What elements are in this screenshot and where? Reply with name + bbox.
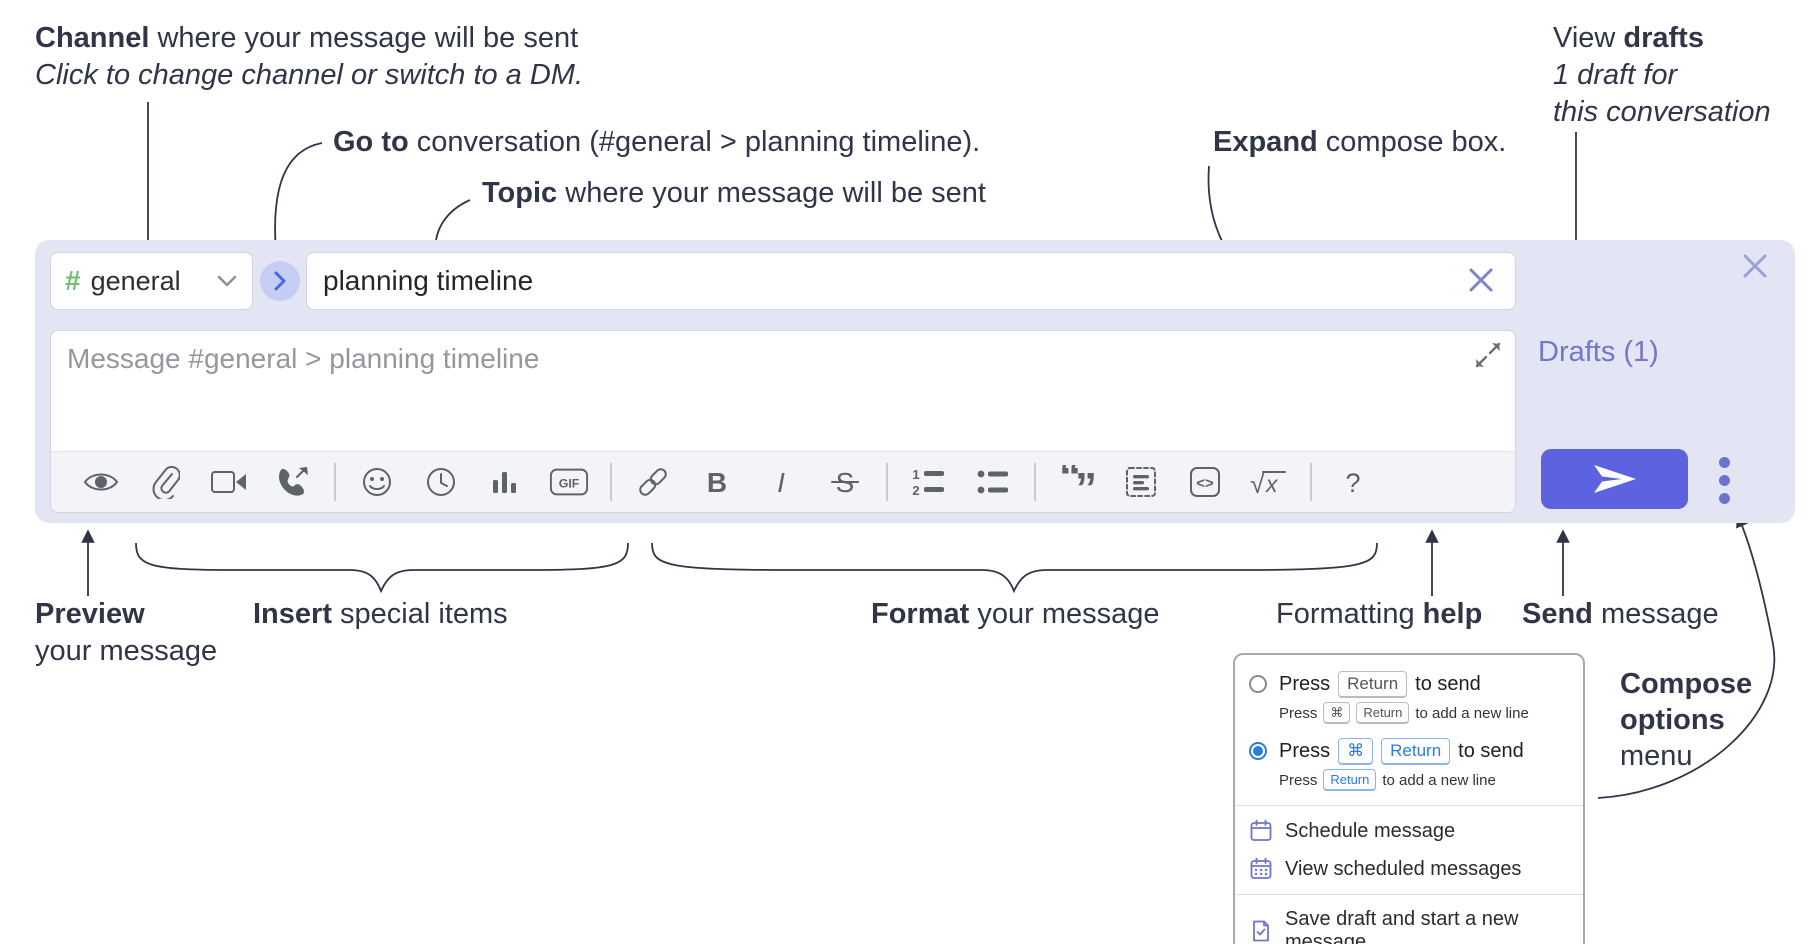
- message-area: GIF B I S 12 “”: [50, 330, 1516, 513]
- poll-icon[interactable]: [485, 459, 525, 505]
- cmd-key: ⌘: [1338, 738, 1374, 765]
- svg-text:2: 2: [912, 483, 919, 497]
- svg-text:√: √: [1250, 469, 1265, 498]
- channel-selector[interactable]: # general: [50, 252, 253, 310]
- brace-format: [651, 542, 1378, 594]
- send-button[interactable]: [1541, 449, 1688, 509]
- menu-divider: [1235, 894, 1583, 895]
- calendar-icon: [1250, 819, 1272, 841]
- chevron-right-icon: [274, 271, 286, 291]
- global-time-icon[interactable]: [421, 459, 461, 505]
- compose-options-menu: Press Return to send Press ⌘ Return to a…: [1233, 653, 1585, 944]
- close-icon: [1743, 254, 1767, 278]
- svg-text:“: “: [1059, 465, 1081, 499]
- annotation-expand: Expand compose box.: [1213, 126, 1507, 158]
- bulleted-list-icon[interactable]: [973, 459, 1013, 505]
- toolbar-divider: [886, 463, 888, 501]
- svg-text:<>: <>: [1196, 475, 1214, 492]
- svg-text:B: B: [707, 467, 727, 498]
- compose-options-ellipsis-icon[interactable]: [1705, 452, 1743, 508]
- svg-text:GIF: GIF: [559, 477, 580, 491]
- menu-item-schedule-message[interactable]: Schedule message: [1235, 812, 1583, 850]
- arrow-goto: [268, 142, 323, 255]
- channel-name: general: [90, 265, 181, 296]
- annotation-send: Send message: [1522, 598, 1719, 630]
- go-to-conversation-button[interactable]: [260, 261, 300, 301]
- gif-icon[interactable]: GIF: [549, 459, 589, 505]
- annotation-compose-options: Compose options menu: [1620, 668, 1753, 772]
- video-call-icon[interactable]: [209, 459, 249, 505]
- help-icon[interactable]: ?: [1333, 459, 1373, 505]
- strikethrough-icon[interactable]: S: [825, 459, 865, 505]
- toolbar-divider: [610, 463, 612, 501]
- return-key: Return: [1338, 671, 1408, 698]
- annotation-preview: Preview your message: [35, 598, 218, 667]
- toolbar-divider: [334, 463, 336, 501]
- annotation-topic: Topic where your message will be sent: [482, 177, 986, 209]
- annotation-view-drafts: View drafts 1 draft for this conversatio…: [1553, 22, 1771, 128]
- draft-document-icon: [1253, 920, 1269, 942]
- radio-selected-icon[interactable]: [1249, 742, 1267, 760]
- return-key: Return: [1381, 738, 1451, 765]
- annotation-channel: Channel where your message will be sent …: [35, 22, 584, 91]
- option-enter-subtext: Press ⌘ Return to add a new line: [1235, 700, 1583, 732]
- svg-text:”: ”: [1075, 465, 1096, 499]
- attach-file-icon[interactable]: [145, 459, 185, 505]
- preview-eye-icon[interactable]: [81, 459, 121, 505]
- menu-item-view-scheduled-messages[interactable]: View scheduled messages: [1235, 850, 1583, 888]
- annotation-goto: Go to conversation (#general > planning …: [333, 126, 981, 158]
- radio-unselected-icon[interactable]: [1249, 675, 1267, 693]
- expand-compose-button[interactable]: [1471, 339, 1505, 373]
- annotation-formatting-help: Formatting help: [1276, 598, 1483, 630]
- close-icon: [1469, 268, 1493, 291]
- code-icon[interactable]: <>: [1185, 459, 1225, 505]
- topic-input[interactable]: [306, 252, 1516, 310]
- calendar-list-icon: [1250, 857, 1272, 879]
- annotation-format: Format your message: [871, 598, 1160, 630]
- audio-call-icon[interactable]: [273, 459, 313, 505]
- send-plane-icon: [1593, 465, 1636, 493]
- annotation-insert: Insert special items: [253, 598, 508, 630]
- return-key: Return: [1356, 702, 1410, 724]
- option-cmd-enter-subtext: Press Return to add a new line: [1235, 767, 1583, 799]
- toolbar-divider: [1310, 463, 1312, 501]
- drafts-link[interactable]: Drafts (1): [1538, 336, 1659, 368]
- quote-icon[interactable]: “”: [1057, 459, 1097, 505]
- emoji-icon[interactable]: [357, 459, 397, 505]
- spoiler-icon[interactable]: [1121, 459, 1161, 505]
- cmd-key: ⌘: [1323, 702, 1351, 724]
- menu-divider: [1235, 805, 1583, 806]
- option-cmd-enter-to-send[interactable]: Press ⌘ Return to send: [1235, 732, 1583, 767]
- svg-text:I: I: [777, 467, 785, 498]
- channel-hash-icon: #: [65, 265, 81, 296]
- math-icon[interactable]: √x: [1249, 459, 1289, 505]
- close-compose-button[interactable]: [1736, 248, 1774, 286]
- svg-text:1: 1: [912, 467, 919, 482]
- toolbar-divider: [1034, 463, 1036, 501]
- link-icon[interactable]: [633, 459, 673, 505]
- return-key: Return: [1323, 769, 1377, 791]
- italic-icon[interactable]: I: [761, 459, 801, 505]
- svg-text:?: ?: [1345, 468, 1360, 498]
- bold-icon[interactable]: B: [697, 459, 737, 505]
- menu-item-save-draft-new-message[interactable]: Save draft and start a new message: [1235, 901, 1583, 944]
- option-enter-to-send[interactable]: Press Return to send: [1235, 665, 1583, 700]
- brace-insert: [135, 542, 629, 594]
- svg-text:x: x: [1265, 471, 1279, 497]
- expand-icon: [1475, 342, 1501, 368]
- chevron-down-icon: [217, 275, 237, 287]
- message-input[interactable]: [51, 331, 1515, 451]
- clear-topic-button[interactable]: [1462, 262, 1500, 300]
